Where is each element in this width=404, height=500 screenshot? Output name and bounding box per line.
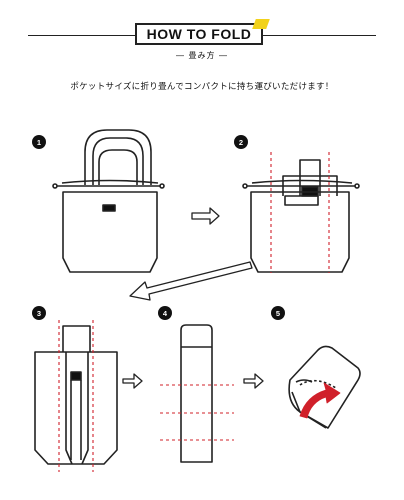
header-rule-right: [263, 35, 376, 36]
step-4-badge: 4: [158, 306, 172, 320]
step-5-pouch: [288, 345, 361, 429]
step-3-badge: 3: [32, 306, 46, 320]
step-1-tote-bag: [52, 129, 165, 273]
intro-text: ポケットサイズに折り畳んでコンパクトに持ち運びいただけます！: [70, 82, 334, 92]
arrow-step-2-to-3: [129, 261, 253, 301]
step-2-badge: 2: [234, 135, 248, 149]
step-5-badge: 5: [271, 306, 285, 320]
step-5-red-arrow: [299, 382, 341, 419]
arrow-step-1-to-2: [191, 207, 220, 225]
fold-guides: [58, 152, 330, 472]
arrow-step-4-to-5: [243, 373, 264, 389]
step-2-bag-pocket: [242, 159, 360, 273]
arrow-step-3-to-4: [122, 373, 143, 389]
step-3-folded-panel: [34, 325, 118, 465]
title-box: HOW TO FOLD: [135, 19, 270, 45]
page-title: HOW TO FOLD: [146, 26, 252, 42]
step-1-badge: 1: [32, 135, 46, 149]
header-rule-left: [28, 35, 135, 36]
step-4-strip: [180, 324, 213, 463]
page-subtitle: ― 畳み方 ―: [175, 51, 229, 60]
